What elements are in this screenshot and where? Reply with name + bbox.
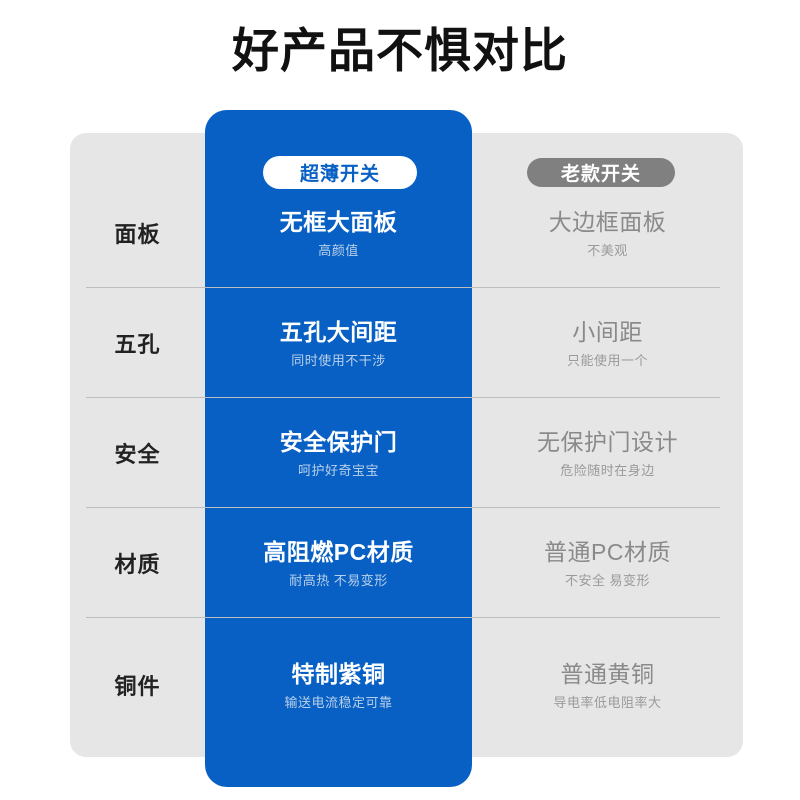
row-old-main-text: 小间距 (572, 318, 643, 345)
table-row: 安全 安全保护门 呵护好奇宝宝 无保护门设计 危险随时在身边 (70, 398, 743, 508)
row-new-sub-text: 呵护好奇宝宝 (297, 462, 379, 478)
row-old-sub-text: 不安全 易变形 (564, 572, 651, 588)
row-old-main-text: 普通黄铜 (560, 660, 655, 687)
row-new-main-text: 五孔大间距 (279, 318, 398, 345)
highlight-column-panel (205, 110, 472, 787)
table-row: 五孔 五孔大间距 同时使用不干涉 小间距 只能使用一个 (70, 288, 743, 398)
row-new-cell: 安全保护门 呵护好奇宝宝 (205, 398, 472, 508)
row-old-cell: 无保护门设计 危险随时在身边 (472, 398, 743, 508)
page-title: 好产品不惧对比 (232, 24, 568, 77)
row-old-sub-text: 不美观 (587, 242, 628, 258)
row-label: 材质 (114, 552, 161, 577)
row-new-main-text: 特制紫铜 (291, 660, 386, 687)
row-old-main-text: 普通PC材质 (544, 538, 671, 565)
column-header-row: 超薄开关 老款开关 (0, 0, 800, 210)
row-divider (86, 507, 720, 508)
row-new-cell: 五孔大间距 同时使用不干涉 (205, 288, 472, 398)
row-old-main-text: 大边框面板 (548, 208, 667, 235)
row-old-main-text: 无保护门设计 (537, 428, 678, 455)
table-row: 面板 无框大面板 高颜值 大边框面板 不美观 (70, 178, 743, 288)
row-new-sub-text: 耐高热 不易变形 (289, 572, 388, 588)
row-old-sub-text: 危险随时在身边 (560, 462, 655, 478)
row-old-sub-text: 只能使用一个 (566, 352, 648, 368)
row-label: 五孔 (114, 332, 161, 357)
row-old-cell: 小间距 只能使用一个 (472, 288, 743, 398)
row-old-sub-text: 导电率低电阻率大 (553, 694, 662, 710)
row-new-sub-text: 输送电流稳定可靠 (284, 694, 393, 710)
row-new-sub-text: 高颜值 (318, 242, 359, 258)
row-new-cell: 无框大面板 高颜值 (205, 178, 472, 288)
row-old-cell: 普通PC材质 不安全 易变形 (472, 508, 743, 618)
row-new-main-text: 高阻燃PC材质 (263, 538, 414, 565)
row-old-cell: 普通黄铜 导电率低电阻率大 (472, 630, 743, 740)
column-header-new-badge: 超薄开关 (263, 156, 417, 189)
row-divider (86, 397, 720, 398)
row-new-main-text: 安全保护门 (279, 428, 398, 455)
column-header-old-badge: 老款开关 (527, 158, 675, 187)
row-label: 面板 (114, 222, 161, 247)
table-row: 铜件 特制紫铜 输送电流稳定可靠 普通黄铜 导电率低电阻率大 (70, 630, 743, 740)
row-divider (86, 287, 720, 288)
row-divider (86, 617, 720, 618)
row-new-sub-text: 同时使用不干涉 (291, 352, 386, 368)
row-new-cell: 特制紫铜 输送电流稳定可靠 (205, 630, 472, 740)
row-new-cell: 高阻燃PC材质 耐高热 不易变形 (205, 508, 472, 618)
table-row: 材质 高阻燃PC材质 耐高热 不易变形 普通PC材质 不安全 易变形 (70, 508, 743, 618)
row-old-cell: 大边框面板 不美观 (472, 178, 743, 288)
row-new-main-text: 无框大面板 (279, 208, 398, 235)
row-label: 铜件 (114, 674, 161, 699)
row-label: 安全 (114, 442, 161, 467)
